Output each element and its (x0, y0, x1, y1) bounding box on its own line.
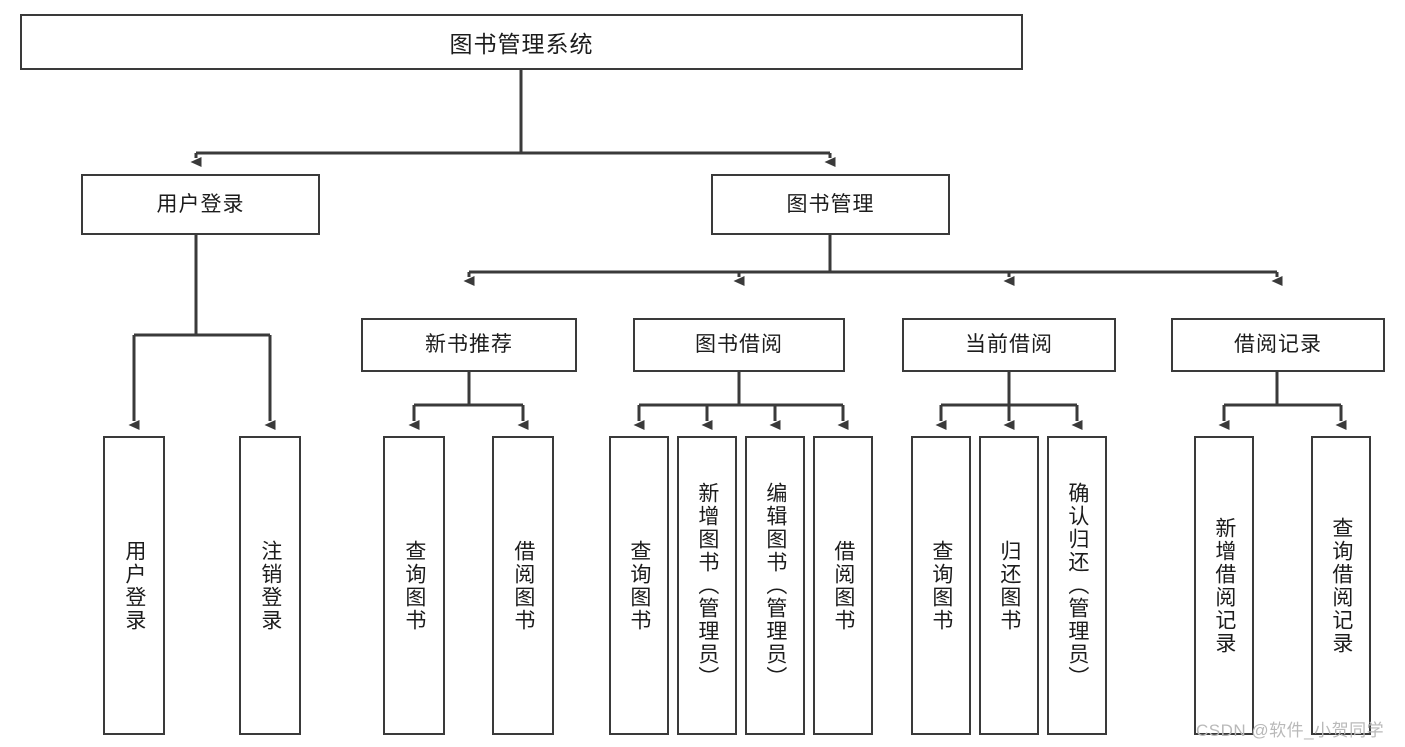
leaf-label: 查询图书 (402, 539, 426, 632)
node-book-borrow[interactable]: 图书借阅 (633, 318, 845, 372)
leaf-query-book-borrow[interactable]: 查询图书 (609, 436, 669, 735)
leaf-edit-book[interactable]: 编辑图书（管理员） (745, 436, 805, 735)
leaf-label: 编辑图书（管理员） (763, 482, 787, 689)
leaf-label: 查询图书 (929, 539, 953, 632)
leaf-query-book-new-recommend[interactable]: 查询图书 (383, 436, 445, 735)
leaf-label: 新增借阅记录 (1212, 516, 1236, 655)
leaf-label: 用户登录 (122, 539, 146, 632)
node-label: 用户登录 (156, 192, 245, 216)
leaf-label: 注销登录 (258, 539, 282, 632)
node-user-login[interactable]: 用户登录 (81, 174, 320, 235)
leaf-label: 借阅图书 (511, 539, 535, 632)
leaf-logout[interactable]: 注销登录 (239, 436, 301, 735)
node-new-book-recommend[interactable]: 新书推荐 (361, 318, 577, 372)
leaf-label: 确认归还（管理员） (1065, 482, 1089, 689)
node-current-borrow[interactable]: 当前借阅 (902, 318, 1116, 372)
leaf-label: 查询图书 (627, 539, 651, 632)
leaf-query-borrow-record[interactable]: 查询借阅记录 (1311, 436, 1371, 735)
leaf-return-book[interactable]: 归还图书 (979, 436, 1039, 735)
leaf-label: 新增图书（管理员） (695, 482, 719, 689)
csdn-watermark: CSDN @软件_小贺同学 (1196, 721, 1385, 740)
leaf-user-login[interactable]: 用户登录 (103, 436, 165, 735)
leaf-label: 借阅图书 (831, 539, 855, 632)
leaf-borrow-book[interactable]: 借阅图书 (813, 436, 873, 735)
node-label: 新书推荐 (425, 333, 513, 357)
node-label: 当前借阅 (965, 333, 1053, 357)
node-borrow-record[interactable]: 借阅记录 (1171, 318, 1385, 372)
node-book-management[interactable]: 图书管理 (711, 174, 950, 235)
leaf-query-book-current[interactable]: 查询图书 (911, 436, 971, 735)
leaf-add-borrow-record[interactable]: 新增借阅记录 (1194, 436, 1254, 735)
leaf-label: 归还图书 (997, 539, 1021, 632)
leaf-borrow-book-new-recommend[interactable]: 借阅图书 (492, 436, 554, 735)
node-label: 图书管理 (786, 192, 875, 216)
leaf-confirm-return[interactable]: 确认归还（管理员） (1047, 436, 1107, 735)
node-label: 图书管理系统 (449, 31, 594, 57)
node-system-title[interactable]: 图书管理系统 (20, 14, 1023, 70)
node-label: 图书借阅 (695, 333, 783, 357)
leaf-label: 查询借阅记录 (1329, 516, 1353, 655)
leaf-add-book[interactable]: 新增图书（管理员） (677, 436, 737, 735)
node-label: 借阅记录 (1234, 333, 1322, 357)
